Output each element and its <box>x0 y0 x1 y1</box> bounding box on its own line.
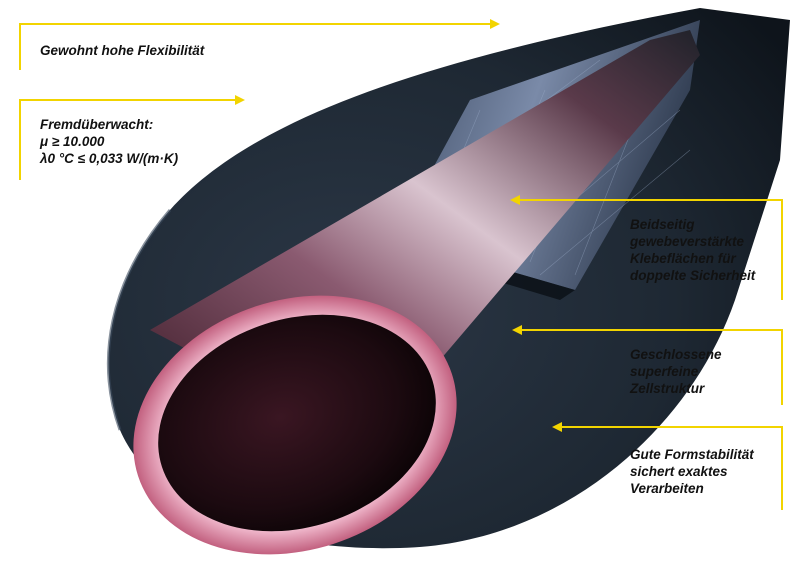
label-line: gewebeverstärkte <box>630 234 745 249</box>
callout-lines <box>19 19 783 510</box>
callout-fremd <box>19 99 235 180</box>
pipe-bore <box>158 314 436 532</box>
label-line: Gute Formstabilität <box>630 447 754 462</box>
label-line: Verarbeiten <box>630 481 704 496</box>
label-line: Beidseitig <box>630 217 695 232</box>
label-line: sichert exaktes <box>630 464 728 479</box>
label-geschlossen: Geschlossene superfeine Zellstruktur <box>630 346 722 397</box>
label-line: Gewohnt hohe Flexibilität <box>40 43 205 58</box>
label-flexibility: Gewohnt hohe Flexibilität <box>40 42 204 59</box>
callout-beidseitig <box>520 199 783 300</box>
label-line: Fremdüberwacht: <box>40 117 154 132</box>
label-formstabil: Gute Formstabilität sichert exaktes Vera… <box>630 446 754 497</box>
label-line: Klebeflächen für <box>630 251 736 266</box>
label-beidseitig: Beidseitig gewebeverstärkte Klebeflächen… <box>630 216 755 284</box>
callout-geschlossen <box>522 329 783 405</box>
callout-formstabil <box>562 426 783 510</box>
label-fremdueberwacht: Fremdüberwacht: μ ≥ 10.000 λ0 °C ≤ 0,033… <box>40 116 178 167</box>
foam-edge <box>106 209 172 431</box>
label-line: doppelte Sicherheit <box>630 268 756 283</box>
callout-flexibility <box>19 23 490 70</box>
label-line: superfeine <box>630 364 699 379</box>
label-line: Geschlossene <box>630 347 722 362</box>
label-line: Zellstruktur <box>630 381 705 396</box>
label-line: λ0 °C ≤ 0,033 W/(m·K) <box>40 151 179 166</box>
label-line: μ ≥ 10.000 <box>40 134 105 149</box>
